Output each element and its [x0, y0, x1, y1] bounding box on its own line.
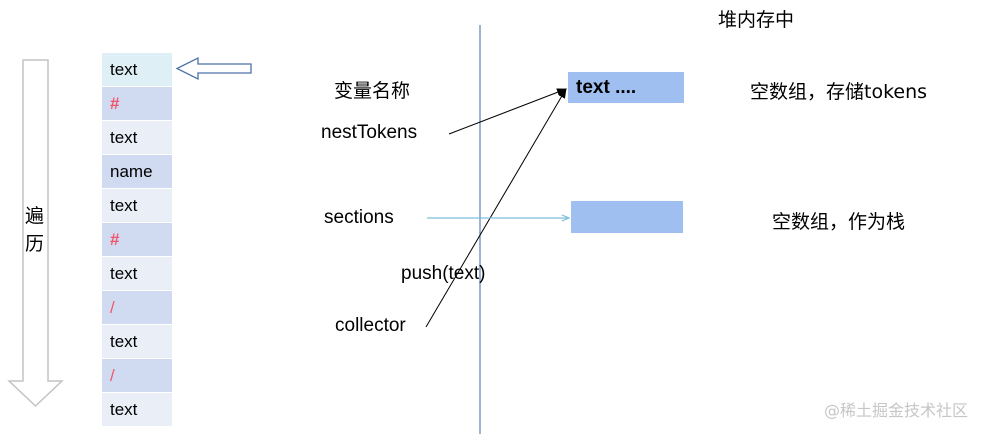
nesttokens-reference-arrow [448, 88, 567, 135]
token-cell: # [102, 223, 172, 256]
token-cell: / [102, 359, 172, 392]
token-cell: text [102, 325, 172, 358]
traverse-label-2: 历 [25, 233, 45, 255]
heap-array-tokens: text .... [568, 72, 684, 103]
token-cell: text [102, 189, 172, 222]
variable-nesttokens: nestTokens [321, 122, 418, 143]
heap-desc-tokens: 空数组，存储tokens [750, 81, 928, 103]
collector-reference-arrow [425, 88, 567, 328]
token-cell: text [102, 257, 172, 290]
traverse-label-1: 遍 [25, 205, 45, 227]
token-cell: / [102, 291, 172, 324]
watermark: @稀土掘金技术社区 [824, 401, 969, 420]
token-cell: name [102, 155, 172, 188]
token-cell: text [102, 393, 172, 426]
token-cell: text [102, 121, 172, 154]
traverse-down-arrow [7, 59, 64, 408]
variable-sections: sections [324, 207, 394, 228]
heap-array-stack [571, 201, 683, 233]
token-cell: # [102, 87, 172, 120]
variable-collector: collector [335, 315, 406, 336]
variable-header: 变量名称 [334, 80, 411, 102]
token-cell: text [102, 53, 172, 86]
heap-header: 堆内存中 [718, 9, 795, 31]
push-label: push(text) [401, 263, 486, 284]
current-token-pointer-arrow [175, 56, 252, 81]
heap-desc-stack: 空数组，作为栈 [772, 211, 906, 233]
